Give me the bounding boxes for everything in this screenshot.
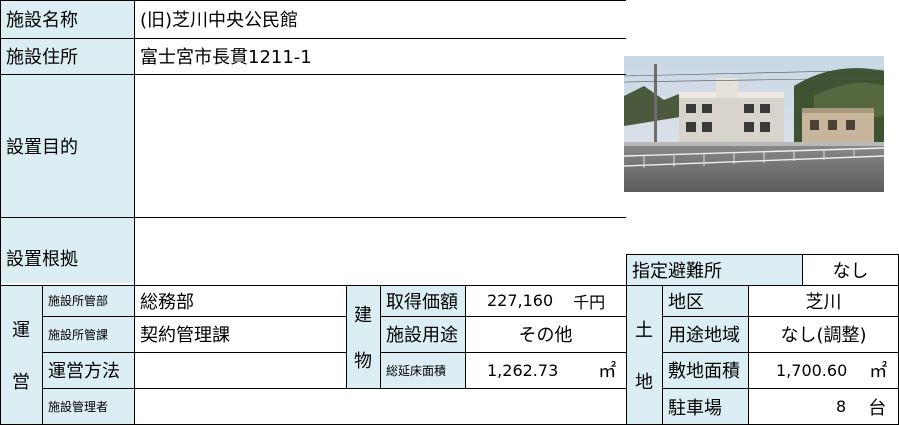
floor-value: 1,262.73	[487, 360, 559, 380]
use-label: 施設用途	[380, 316, 465, 352]
district-value: 芝川	[805, 291, 842, 313]
facility-address-label: 施設住所	[0, 38, 134, 74]
floor-unit: ㎡	[598, 361, 617, 382]
section-value: 契約管理課	[140, 325, 230, 346]
dept-label: 施設所管部	[42, 285, 134, 316]
cost-value: 227,160	[487, 291, 554, 310]
purpose-value	[134, 74, 626, 217]
basis-label: 設置根拠	[0, 217, 134, 283]
dept-value: 総務部	[140, 291, 194, 313]
method-label: 運営方法	[42, 352, 134, 388]
facility-address-value: 富士宮市長貫1211-1	[140, 47, 312, 68]
parking-value: 8	[836, 397, 847, 416]
manager-label: 施設管理者	[42, 388, 134, 425]
area-value: 1,700.60	[776, 360, 848, 380]
floor-label: 総延床面積	[380, 352, 465, 388]
area-label: 敷地面積	[662, 352, 748, 388]
section-label: 施設所管課	[42, 316, 134, 352]
facility-name-value: (旧)芝川中央公民館	[140, 10, 299, 31]
area-unit: ㎡	[869, 361, 888, 382]
area-cell: 1,700.60 ㎡	[748, 352, 899, 388]
shelter-value: なし	[832, 260, 869, 282]
land-group-label: 土 地	[626, 285, 662, 425]
facility-photo-drawing	[624, 56, 884, 192]
method-value	[134, 352, 346, 388]
parking-cell: 8 台	[748, 388, 899, 425]
purpose-label: 設置目的	[0, 74, 134, 217]
cost-unit: 千円	[573, 292, 606, 312]
manager-value	[134, 388, 626, 425]
facility-photo	[624, 56, 884, 192]
basis-value	[134, 217, 626, 283]
district-label: 地区	[662, 285, 748, 316]
parking-label: 駐車場	[662, 388, 748, 425]
cost-label: 取得価額	[380, 285, 465, 316]
shelter-label: 指定避難所	[626, 254, 802, 285]
cost-cell: 227,160 千円	[465, 285, 626, 316]
operation-group-label: 運 営	[0, 285, 42, 425]
parking-unit: 台	[868, 397, 887, 419]
zone-value: なし(調整)	[780, 325, 867, 346]
floor-cell: 1,262.73 ㎡	[465, 352, 626, 388]
building-group-label: 建 物	[346, 285, 380, 388]
use-value: その他	[518, 325, 573, 346]
facility-name-label: 施設名称	[0, 0, 134, 38]
zone-label: 用途地域	[662, 316, 748, 352]
